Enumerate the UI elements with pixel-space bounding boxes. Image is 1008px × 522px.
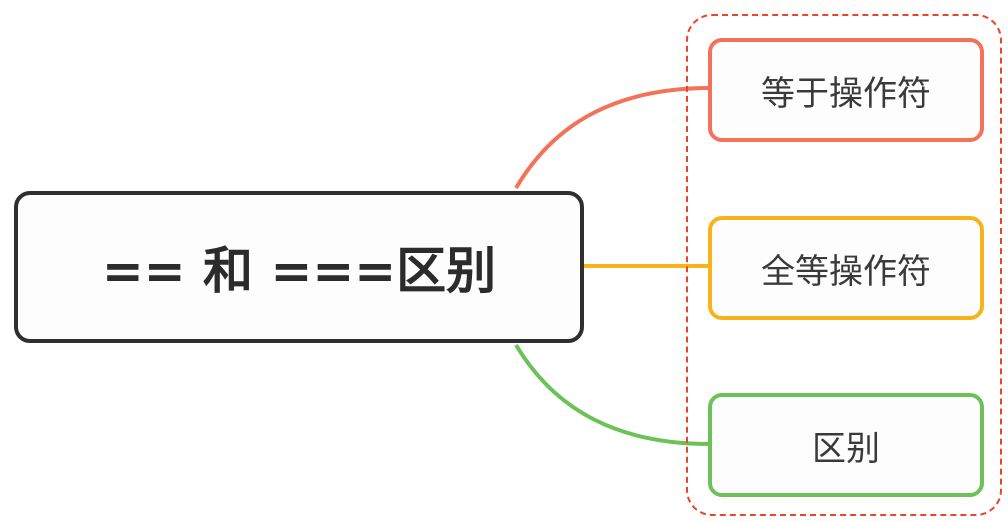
- child-node-label: 区别: [812, 428, 880, 469]
- connector-to-child-2: [514, 343, 711, 446]
- child-node-difference[interactable]: 区别: [708, 393, 984, 497]
- child-node-equality-operator[interactable]: 等于操作符: [708, 38, 984, 142]
- connector-to-child-0: [514, 86, 711, 190]
- child-node-label: 等于操作符: [761, 73, 931, 114]
- root-node[interactable]: == 和 ===区别: [14, 191, 584, 343]
- children-group-frame: [686, 14, 1002, 516]
- child-node-label: 全等操作符: [761, 251, 931, 292]
- child-node-strict-equality-operator[interactable]: 全等操作符: [708, 216, 984, 320]
- root-node-label: == 和 ===区别: [101, 242, 497, 300]
